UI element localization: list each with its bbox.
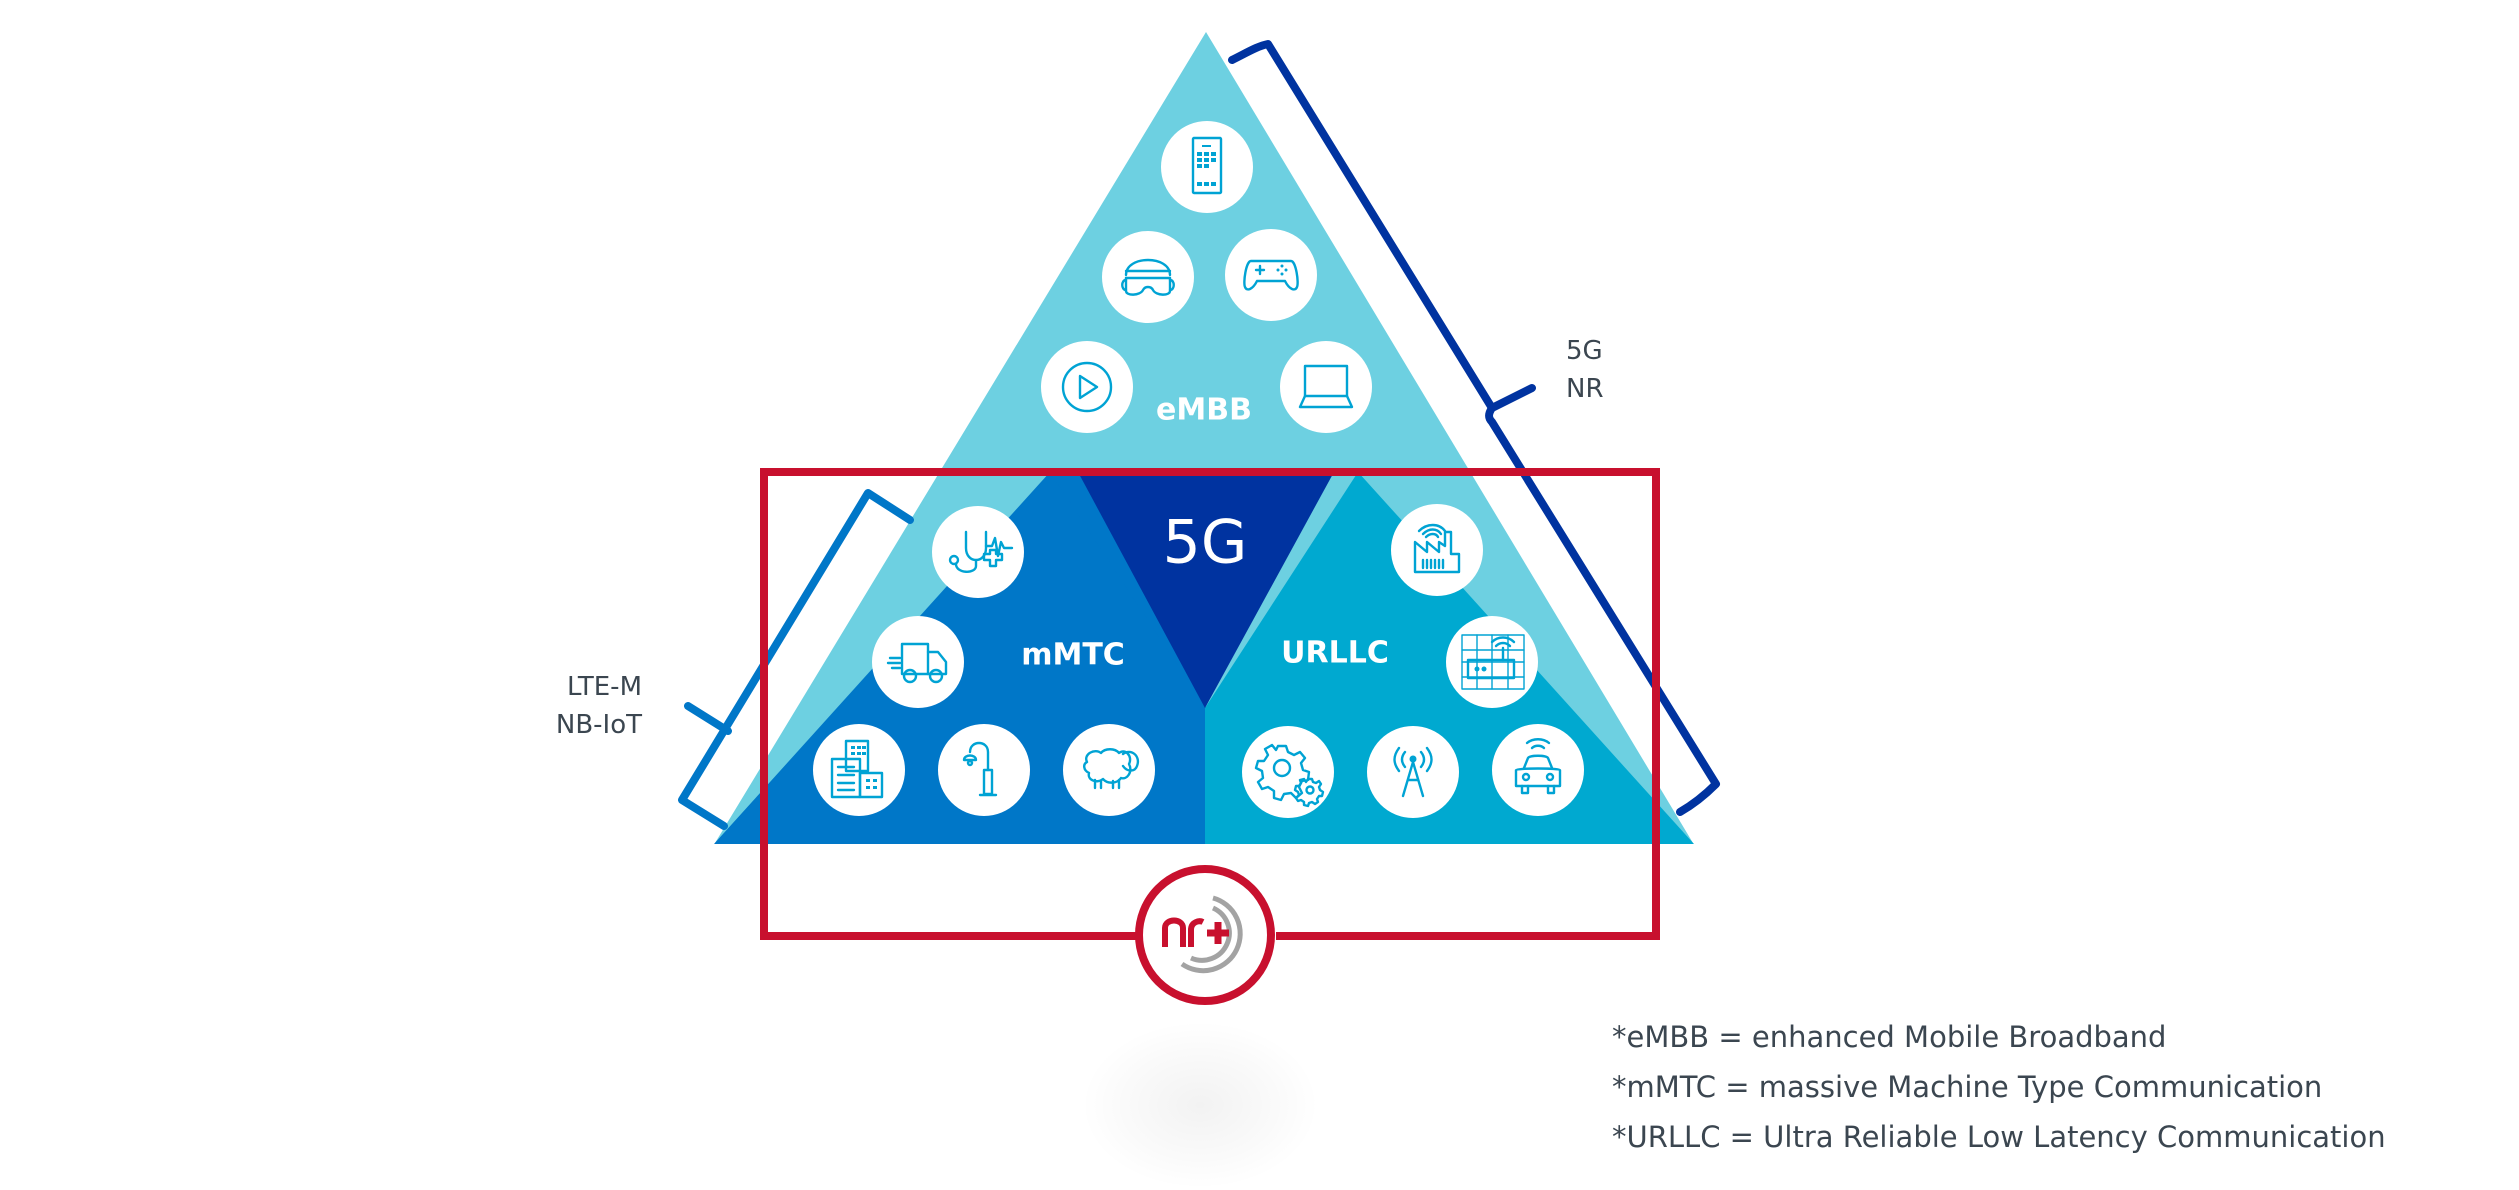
cell-tower-icon xyxy=(1367,726,1459,818)
5g-nr-label-line-1: 5G xyxy=(1566,336,1603,366)
video-play-icon xyxy=(1041,341,1133,433)
delivery-truck-icon xyxy=(872,616,964,708)
center-5g-segment xyxy=(1078,472,1334,708)
lte-m-nb-iot-label: LTE-M NB-IoT xyxy=(520,668,642,744)
laptop-icon xyxy=(1280,341,1372,433)
logo-shadow xyxy=(1080,1020,1320,1190)
footnote-urllc: *URLLC = Ultra Reliable Low Latency Comm… xyxy=(1612,1120,2386,1154)
center-5g-label: 5G xyxy=(1163,508,1248,578)
embb-label: eMBB xyxy=(1156,393,1252,428)
vr-headset-icon xyxy=(1102,231,1194,323)
lte-m-nb-iot-label-line-1: LTE-M xyxy=(566,672,642,702)
lte-m-nb-iot-bracket xyxy=(678,489,914,830)
urllc-label: URLLC xyxy=(1281,636,1389,671)
footnote-embb: *eMBB = enhanced Mobile Broadband xyxy=(1612,1020,2167,1054)
footnotes: *eMBB = enhanced Mobile Broadband *mMTC … xyxy=(1612,1012,2386,1162)
buildings-icon xyxy=(813,724,905,816)
gamepad-icon xyxy=(1225,229,1317,321)
lte-m-nb-iot-label-line-2: NB-IoT xyxy=(555,710,642,740)
wireless-router-icon xyxy=(1446,616,1538,708)
streetlamp-icon xyxy=(938,724,1030,816)
connected-car-icon xyxy=(1492,724,1584,816)
footnote-mmtc: *mMTC = massive Machine Type Communicati… xyxy=(1612,1070,2323,1104)
smart-factory-icon xyxy=(1391,504,1483,596)
nr-plus-logo xyxy=(1135,865,1275,1005)
health-monitor-icon xyxy=(932,506,1024,598)
5g-nr-label: 5G NR xyxy=(1566,332,1604,408)
sheep-icon xyxy=(1063,724,1155,816)
mmtc-label: mMTC xyxy=(1021,638,1125,673)
5g-nr-bracket xyxy=(1228,40,1720,816)
smartphone-icon xyxy=(1161,121,1253,213)
gears-icon xyxy=(1242,726,1334,818)
5g-nr-label-line-2: NR xyxy=(1566,374,1604,404)
nr-plus-coverage-box xyxy=(760,468,1660,940)
